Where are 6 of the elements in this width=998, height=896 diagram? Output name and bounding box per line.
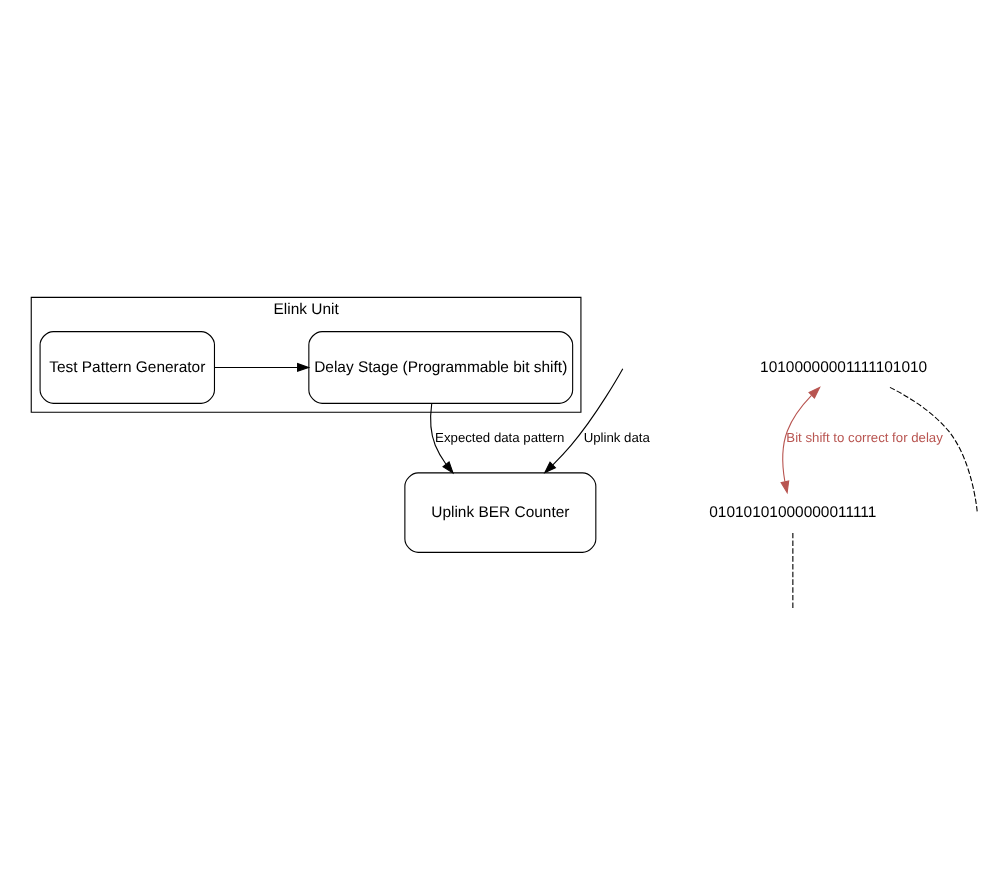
arrow bbox=[212, 361, 310, 372]
arrow bbox=[779, 385, 820, 494]
connector bbox=[791, 531, 793, 609]
arrow bbox=[542, 367, 623, 473]
connector bbox=[888, 385, 977, 511]
arrow bbox=[429, 402, 453, 474]
